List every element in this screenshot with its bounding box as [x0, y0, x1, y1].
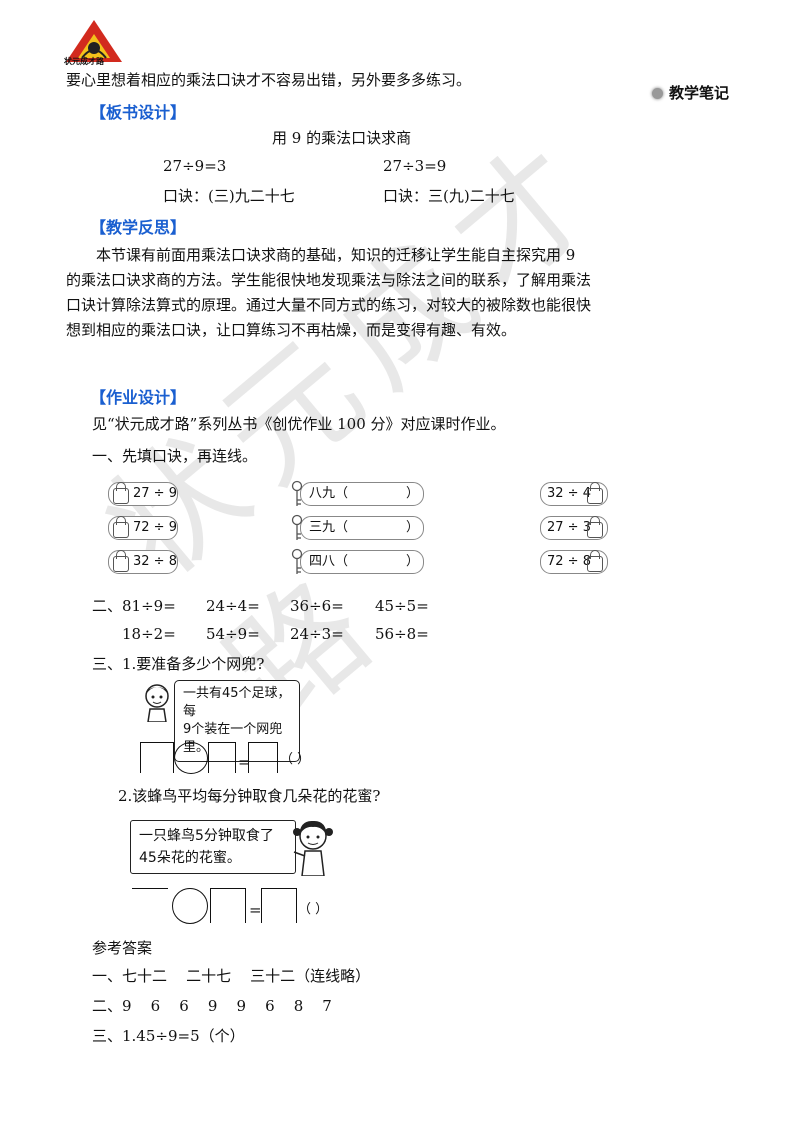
answer-box[interactable]	[132, 888, 168, 921]
key-card[interactable]: 八九（ ）	[291, 480, 424, 506]
q2-item: 18÷2=	[122, 625, 176, 643]
unit-paren: （ ）	[280, 752, 311, 767]
answer-box[interactable]	[261, 888, 297, 923]
operator-circle[interactable]	[172, 888, 208, 924]
answer-box[interactable]	[248, 742, 278, 773]
bubble-line: 45朵花的花蜜。	[139, 850, 241, 866]
logo-text: 状元成才路	[64, 57, 104, 66]
left-lock-label: 72 ÷ 9	[133, 520, 177, 535]
left-lock-card[interactable]: 27 ÷ 9	[108, 482, 178, 506]
logo-icon	[66, 20, 122, 62]
lock-icon	[587, 550, 603, 572]
answer-2: 二、9 6 6 9 9 6 8 7	[92, 997, 332, 1015]
q3-2-title: 2.该蜂鸟平均每分钟取食几朵花的花蜜?	[118, 787, 381, 805]
speech-bubble-2: 一只蜂鸟5分钟取食了 45朵花的花蜜。	[130, 820, 296, 874]
boy-icon	[145, 684, 169, 722]
equals-sign: =	[238, 753, 251, 771]
left-lock-label: 32 ÷ 8	[133, 554, 177, 569]
key-card[interactable]: 四八（ ）	[291, 548, 424, 574]
right-lock-label: 72 ÷ 8	[547, 554, 591, 569]
key-icon	[291, 548, 303, 574]
board-rhyme1: 口诀：(三)九二十七	[163, 187, 295, 205]
bubble-line: 一只蜂鸟5分钟取食了	[139, 828, 274, 844]
key-card[interactable]: 三九（ ）	[291, 514, 424, 540]
answer-3: 三、1.45÷9=5（个）	[92, 1027, 245, 1045]
girl-icon	[293, 820, 333, 876]
reflection-text: 本节课有前面用乘法口诀求商的基础，知识的迁移让学生能自主探究用 9 的乘法口诀求…	[66, 246, 592, 339]
q2-item: 45÷5=	[375, 597, 429, 615]
q2-item: 81÷9=	[122, 597, 176, 615]
lock-icon	[587, 516, 603, 538]
q2-prefix: 二、	[92, 597, 123, 615]
q2-item: 56÷8=	[375, 625, 429, 643]
board-eq1: 27÷9=3	[163, 157, 227, 175]
left-lock-label: 27 ÷ 9	[133, 486, 177, 501]
key-close: ）	[405, 520, 419, 535]
reflection-heading: 【教学反思】	[90, 218, 187, 237]
intro-line: 要心里想着相应的乘法口诀才不容易出错，另外要多多练习。	[66, 71, 472, 89]
right-lock-label: 32 ÷ 4	[547, 486, 591, 501]
board-title: 用 9 的乘法口诀求商	[272, 129, 412, 147]
q3-1-title: 三、1.要准备多少个网兜?	[92, 655, 265, 673]
key-icon	[291, 480, 303, 506]
q2-item: 24÷3=	[290, 625, 344, 643]
homework-intro: 见“状元成才路”系列丛书《创优作业 100 分》对应课时作业。	[92, 415, 506, 433]
right-lock-card[interactable]: 27 ÷ 3	[540, 516, 608, 540]
homework-heading: 【作业设计】	[90, 388, 187, 407]
right-lock-label: 27 ÷ 3	[547, 520, 591, 535]
lock-icon	[587, 482, 603, 504]
left-lock-card[interactable]: 32 ÷ 8	[108, 550, 178, 574]
right-lock-card[interactable]: 72 ÷ 8	[540, 550, 608, 574]
bullet-icon	[652, 88, 663, 99]
key-close: ）	[405, 554, 419, 569]
equals-sign: =	[249, 901, 262, 919]
lock-icon	[113, 550, 129, 572]
left-lock-card[interactable]: 72 ÷ 9	[108, 516, 178, 540]
key-label: 四八（	[309, 554, 349, 569]
answer-1: 一、七十二 二十七 三十二（连线略）	[92, 967, 371, 985]
teaching-notes-label: 教学笔记	[652, 82, 729, 103]
q2-item: 54÷9=	[206, 625, 260, 643]
key-icon	[291, 514, 303, 540]
q2-item: 36÷6=	[290, 597, 344, 615]
board-rhyme2: 口诀：三(九)二十七	[383, 187, 515, 205]
lock-icon	[113, 482, 129, 504]
board-heading: 【板书设计】	[90, 103, 187, 122]
key-close: ）	[405, 486, 419, 501]
answer-box[interactable]	[208, 742, 236, 773]
answers-title: 参考答案	[92, 939, 153, 957]
operator-circle[interactable]	[174, 742, 208, 774]
right-lock-card[interactable]: 32 ÷ 4	[540, 482, 608, 506]
key-label: 三九（	[309, 520, 349, 535]
answer-box[interactable]	[140, 742, 174, 773]
unit-paren: （ ）	[298, 902, 329, 917]
q1-title: 一、先填口诀，再连线。	[92, 447, 258, 465]
board-eq2: 27÷3=9	[383, 157, 447, 175]
answer-box[interactable]	[210, 888, 246, 923]
q2-item: 24÷4=	[206, 597, 260, 615]
key-label: 八九（	[309, 486, 349, 501]
bubble-line: 一共有45个足球，每	[183, 686, 291, 719]
lock-icon	[113, 516, 129, 538]
